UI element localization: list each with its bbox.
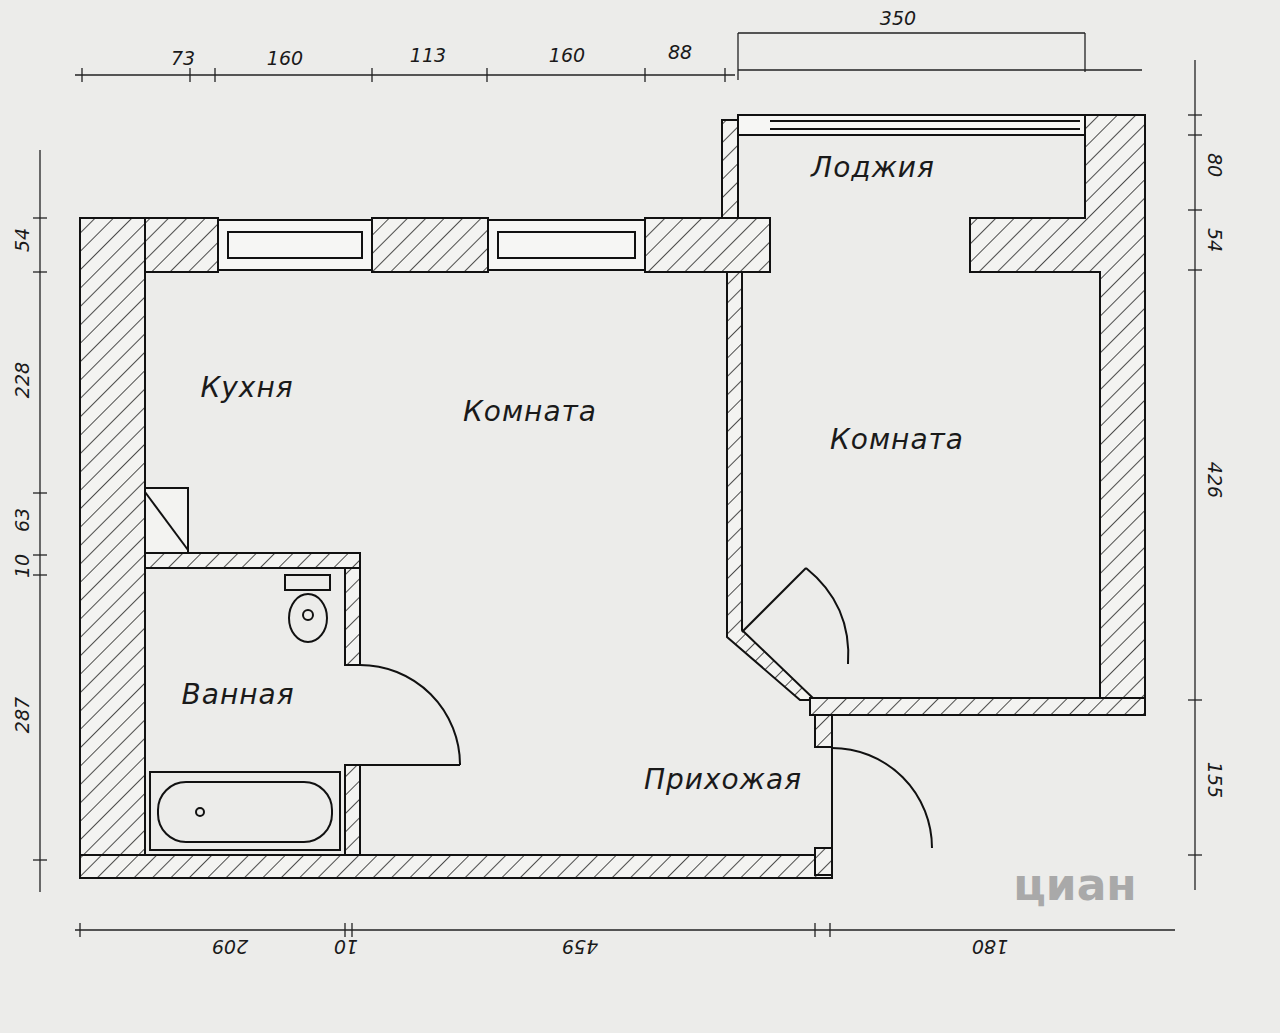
- walls: [80, 115, 1145, 878]
- room-name: Кухня: [200, 374, 293, 402]
- dimension-lines: [33, 33, 1202, 937]
- dimension-value: 54: [13, 228, 32, 252]
- dimension-value: 287: [13, 697, 32, 733]
- dimension-value: 228: [13, 362, 32, 398]
- dimension-value: 10: [334, 937, 358, 956]
- dimension-value: 80: [1205, 153, 1224, 177]
- dimension-value: 113: [410, 46, 446, 65]
- dimension-value: 10: [13, 554, 32, 578]
- room-name: Комната: [463, 398, 597, 426]
- room-name: Прихожая: [644, 766, 802, 794]
- dimension-value: 88: [668, 43, 692, 62]
- dimension-value: 73: [171, 49, 195, 68]
- dimension-value: 155: [1205, 762, 1224, 798]
- dimension-value: 160: [267, 49, 303, 68]
- room-name: Лоджия: [811, 154, 935, 182]
- dimension-value: 350: [880, 9, 916, 28]
- room-name: Ванная: [182, 681, 295, 709]
- dimension-value: 459: [562, 937, 598, 956]
- dimension-value: 209: [212, 937, 248, 956]
- dimension-value: 426: [1205, 462, 1224, 498]
- dimension-value: 180: [972, 937, 1008, 956]
- dimension-value: 63: [13, 508, 32, 532]
- dimension-value: 160: [549, 46, 585, 65]
- fixtures: [145, 488, 932, 850]
- watermark: циан: [1013, 863, 1137, 907]
- windows: [218, 115, 1085, 270]
- dimension-value: 54: [1205, 228, 1224, 252]
- room-name: Комната: [830, 426, 964, 454]
